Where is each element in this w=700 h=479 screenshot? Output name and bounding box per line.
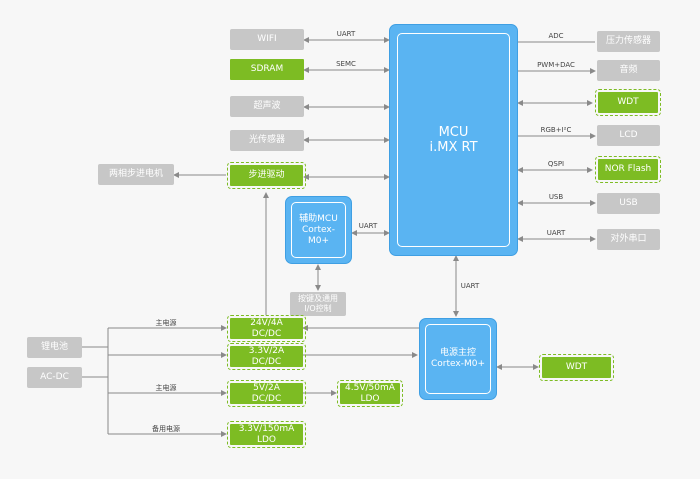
label-pwm-dac: PWM+DAC — [537, 61, 575, 69]
label-qspi: QSPI — [547, 160, 565, 168]
mcu-title: MCU — [438, 125, 469, 140]
serial-port-module: 对外串口 — [597, 229, 660, 250]
label-uart-aux: UART — [358, 222, 378, 230]
usb-module: USB — [597, 193, 660, 214]
label-uart-wifi: UART — [336, 30, 356, 38]
aux-mcu-inner-frame: 辅助MCU Cortex-M0+ — [291, 202, 346, 258]
light-sensor-module: 光传感器 — [230, 130, 304, 151]
aux-mcu-title: 辅助MCU — [299, 213, 338, 224]
power-mcu-block: 电源主控 Cortex-M0+ — [419, 318, 497, 400]
label-rgb-i2c: RGB+I²C — [540, 126, 572, 134]
dcdc-5v-block: 5V/2A DC/DC — [227, 380, 306, 407]
dcdc-24v-block: 24V/4A DC/DC — [227, 315, 306, 342]
label-usb: USB — [548, 193, 564, 201]
aux-mcu-block: 辅助MCU Cortex-M0+ — [285, 196, 352, 264]
power-wdt-block: WDT — [539, 354, 614, 381]
label-main-power-2: 主电源 — [155, 384, 177, 392]
ldo-4v5-block: 4.5V/50mA LDO — [337, 380, 403, 407]
ultrasonic-module: 超声波 — [230, 96, 304, 117]
mcu-block: MCU i.MX RT — [389, 24, 518, 256]
mcu-subtitle: i.MX RT — [429, 140, 478, 155]
power-mcu-subtitle: Cortex-M0+ — [430, 359, 485, 369]
stepper-motor: 两相步进电机 — [98, 164, 174, 185]
label-uart-power: UART — [460, 282, 480, 290]
aux-mcu-subtitle: Cortex-M0+ — [302, 224, 335, 246]
label-uart-serial: UART — [546, 229, 566, 237]
buttons-io-module: 按键及通用 I/O控制 — [290, 292, 346, 316]
battery-source: 锂电池 — [27, 337, 82, 358]
dcdc-3v3-block: 3.3V/2A DC/DC — [227, 343, 306, 370]
wdt-module: WDT — [595, 89, 661, 116]
mcu-inner-frame: MCU i.MX RT — [397, 33, 510, 247]
label-main-power-1: 主电源 — [155, 319, 177, 327]
lcd-module: LCD — [597, 125, 660, 146]
power-mcu-inner-frame: 电源主控 Cortex-M0+ — [425, 324, 491, 394]
power-mcu-title: 电源主控 — [439, 348, 476, 358]
pressure-sensor-module: 压力传感器 — [597, 31, 660, 52]
ldo-3v3-block: 3.3V/150mA LDO — [227, 421, 306, 448]
label-semc: SEMC — [336, 60, 356, 68]
audio-module: 音频 — [597, 60, 660, 81]
label-backup-power: 备用电源 — [152, 425, 180, 433]
label-adc: ADC — [548, 32, 564, 40]
wifi-module: WIFI — [230, 29, 304, 50]
ac-dc-source: AC-DC — [27, 367, 82, 388]
nor-flash-module: NOR Flash — [595, 156, 661, 183]
stepper-driver-module: 步进驱动 — [227, 162, 306, 189]
sdram-module: SDRAM — [230, 59, 304, 80]
